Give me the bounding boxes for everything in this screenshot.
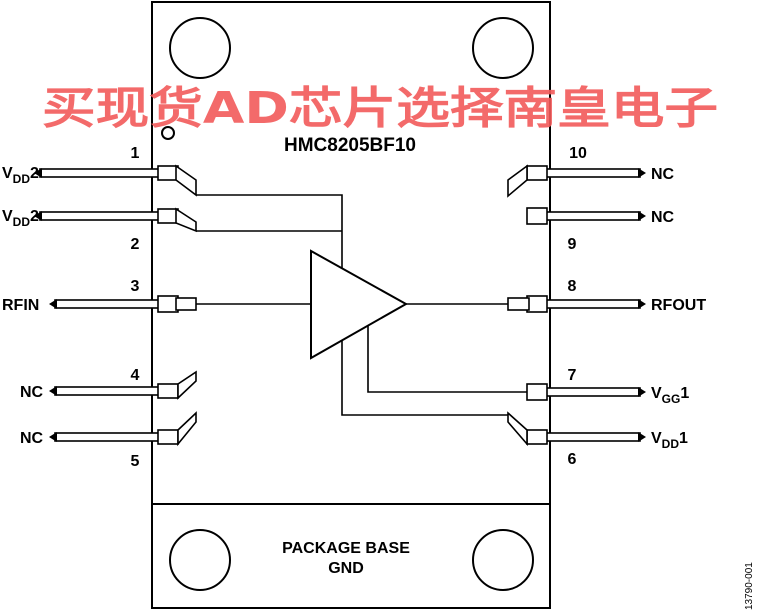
mounting-hole-icon xyxy=(169,17,231,79)
pin-name-vgg1: VGG1 xyxy=(651,385,689,406)
package-base-tab xyxy=(151,503,551,609)
package-base-gnd-label: GND xyxy=(328,560,364,577)
left-pin-leads xyxy=(39,164,197,447)
pin-number: 2 xyxy=(131,236,140,253)
pin-number: 6 xyxy=(568,451,577,468)
internal-traces xyxy=(196,194,528,416)
pin-number: 10 xyxy=(569,145,587,162)
pin-arrowheads xyxy=(34,168,646,442)
pin-names: VDD2 VDD2 RFIN NC NC VDD1 VGG1 RFOUT NC … xyxy=(2,165,706,451)
pin-name-vdd2: VDD2 xyxy=(2,165,39,186)
watermark-text: 买现货AD芯片选择南皇电子 xyxy=(42,83,718,134)
pin-name-vdd1: VDD1 xyxy=(651,430,688,451)
pin-number: 1 xyxy=(131,145,140,162)
pin1-dot-icon xyxy=(161,126,175,140)
package-body xyxy=(151,1,551,505)
pin-name-rfin: RFIN xyxy=(2,297,39,314)
pin-number: 8 xyxy=(568,278,577,295)
part-number: HMC8205BF10 xyxy=(284,135,416,156)
mounting-hole-icon xyxy=(472,17,534,79)
pin-name-nc: NC xyxy=(20,384,44,401)
package-base-label: PACKAGE BASE xyxy=(282,540,410,557)
pin-number: 3 xyxy=(131,278,140,295)
pin-number: 5 xyxy=(131,453,140,470)
right-pin-leads xyxy=(507,164,641,447)
pin-name-rfout: RFOUT xyxy=(651,297,706,314)
mounting-hole-icon xyxy=(169,529,231,591)
pin-name-vdd2: VDD2 xyxy=(2,208,39,229)
pin-number: 9 xyxy=(568,236,577,253)
pin-name-nc: NC xyxy=(651,166,675,183)
pin-name-nc: NC xyxy=(20,430,44,447)
figure-id: 13790-001 xyxy=(744,562,755,610)
pin-numbers: 1 2 3 4 5 6 7 8 9 10 xyxy=(131,145,587,470)
pin-number: 4 xyxy=(131,367,140,384)
pin-number: 7 xyxy=(568,367,577,384)
pin-name-nc: NC xyxy=(651,209,675,226)
amplifier-triangle-icon xyxy=(310,249,409,360)
mounting-hole-icon xyxy=(472,529,534,591)
